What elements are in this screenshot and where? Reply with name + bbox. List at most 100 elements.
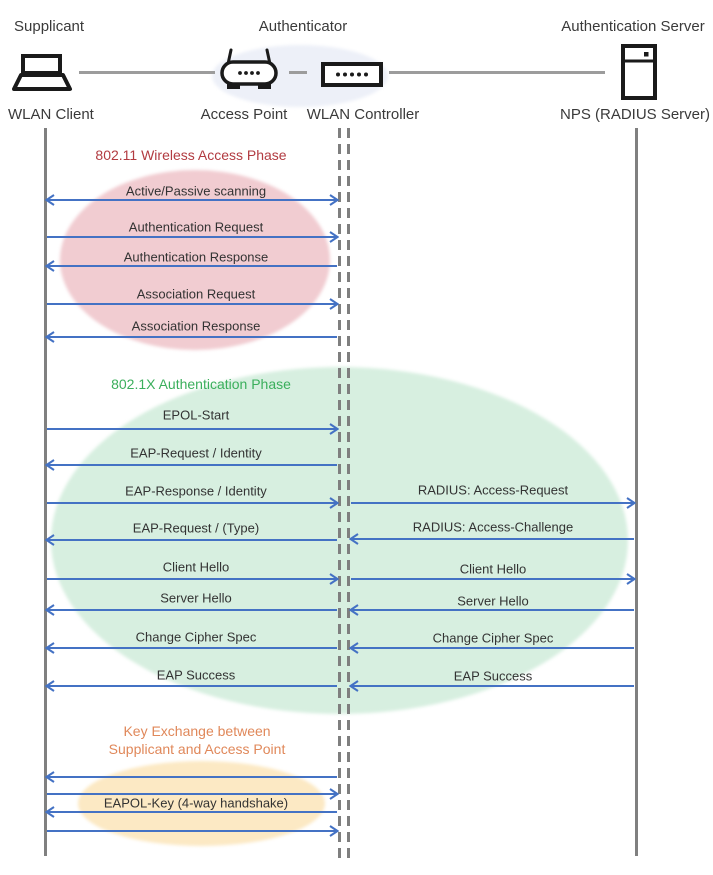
arrowhead-left-icon xyxy=(45,331,55,343)
arrow-shaft xyxy=(47,539,337,541)
message-arrow-left xyxy=(45,459,338,471)
lifeline-radius-server xyxy=(635,128,638,856)
message-arrow-left xyxy=(349,642,635,654)
arrow-shaft xyxy=(47,685,337,687)
message-arrow-left xyxy=(45,534,338,546)
arrowhead-left-icon xyxy=(45,194,55,206)
message-label: Association Response xyxy=(131,318,261,334)
arrow-shaft xyxy=(47,464,337,466)
arrow-shaft xyxy=(47,830,337,832)
role-supplicant: Supplicant xyxy=(14,18,85,35)
arrowhead-left-icon xyxy=(349,680,359,692)
arrow-shaft xyxy=(47,236,337,238)
laptop-icon xyxy=(12,54,72,91)
message-label: EAP Success xyxy=(453,668,533,684)
arrowhead-left-icon xyxy=(45,806,55,818)
arrow-shaft xyxy=(47,303,337,305)
arrowhead-right-icon xyxy=(329,788,339,800)
message-label: Server Hello xyxy=(160,590,232,606)
arrow-shaft xyxy=(351,685,634,687)
message-arrow-right xyxy=(46,423,339,435)
arrow-shaft xyxy=(47,199,337,201)
access-point-icon xyxy=(220,48,278,89)
node-wlan-controller: WLAN Controller xyxy=(306,106,420,123)
message-arrow-left xyxy=(45,604,338,616)
server-icon xyxy=(621,44,657,100)
message-arrow-right xyxy=(46,825,339,837)
arrow-shaft xyxy=(47,793,337,795)
arrow-shaft xyxy=(47,609,337,611)
arrowhead-right-icon xyxy=(329,423,339,435)
arrowhead-left-icon xyxy=(45,680,55,692)
message-arrow-left xyxy=(45,771,338,783)
message-label: Authentication Response xyxy=(123,249,269,265)
message-arrow-right xyxy=(46,573,339,585)
message-arrow-left xyxy=(349,604,635,616)
arrow-shaft xyxy=(47,336,337,338)
lifeline-dashed-1 xyxy=(338,128,341,858)
connector-line xyxy=(79,71,215,74)
message-arrow-left xyxy=(45,642,338,654)
arrowhead-right-icon xyxy=(329,194,339,206)
arrow-shaft xyxy=(47,265,337,267)
arrow-shaft xyxy=(47,647,337,649)
arrow-shaft xyxy=(351,647,634,649)
message-label: Client Hello xyxy=(162,559,230,575)
phase2-title: 802.1X Authentication Phase xyxy=(111,376,291,392)
arrowhead-right-icon xyxy=(626,573,636,585)
message-label: Server Hello xyxy=(457,593,529,609)
lifeline-wlan-client xyxy=(44,128,47,856)
arrowhead-left-icon xyxy=(349,533,359,545)
message-label: RADIUS: Access-Challenge xyxy=(412,519,574,535)
arrow-shaft xyxy=(351,578,634,580)
arrow-shaft xyxy=(47,578,337,580)
lifeline-dashed-2 xyxy=(347,128,350,858)
message-arrow-left xyxy=(45,260,338,272)
message-label: Authentication Request xyxy=(128,219,264,235)
message-arrow-left xyxy=(45,331,338,343)
message-label: Active/Passive scanning xyxy=(125,183,267,199)
arrowhead-left-icon xyxy=(45,642,55,654)
phase3-title-line2: Supplicant and Access Point xyxy=(108,741,286,757)
message-arrow-right xyxy=(46,231,339,243)
arrowhead-right-icon xyxy=(626,497,636,509)
message-label: EPOL-Start xyxy=(162,407,230,423)
message-arrow-right xyxy=(46,788,339,800)
message-arrow-right xyxy=(350,573,636,585)
message-arrow-left xyxy=(349,680,635,692)
arrowhead-right-icon xyxy=(329,497,339,509)
arrow-shaft xyxy=(351,538,634,540)
arrowhead-right-icon xyxy=(329,298,339,310)
connector-line xyxy=(289,71,307,74)
message-arrow-right xyxy=(46,298,339,310)
message-arrow-right xyxy=(350,497,636,509)
arrowhead-left-icon xyxy=(349,604,359,616)
message-arrow-left xyxy=(45,680,338,692)
arrow-shaft xyxy=(47,428,337,430)
connector-line xyxy=(389,71,605,74)
message-label: RADIUS: Access-Request xyxy=(417,482,569,498)
arrow-shaft xyxy=(47,776,337,778)
node-wlan-client: WLAN Client xyxy=(8,106,94,123)
message-label: EAP Success xyxy=(156,667,236,683)
arrow-shaft xyxy=(47,502,337,504)
arrowhead-left-icon xyxy=(45,604,55,616)
arrowhead-right-icon xyxy=(329,825,339,837)
arrowhead-right-icon xyxy=(329,573,339,585)
message-label: Change Cipher Spec xyxy=(432,630,554,646)
phase3-title-line1: Key Exchange between xyxy=(123,723,271,739)
node-access-point: Access Point xyxy=(200,106,288,123)
message-label: EAPOL-Key (4-way handshake) xyxy=(103,795,289,811)
arrowhead-right-icon xyxy=(329,231,339,243)
message-label: EAP-Response / Identity xyxy=(125,483,267,499)
arrowhead-left-icon xyxy=(349,642,359,654)
message-arrow-right xyxy=(46,497,339,509)
message-label: Association Request xyxy=(136,286,256,302)
arrowhead-left-icon xyxy=(45,260,55,272)
message-label: Change Cipher Spec xyxy=(135,629,257,645)
node-nps-radius-server: NPS (RADIUS Server) xyxy=(559,106,711,123)
phase1-title: 802.11 Wireless Access Phase xyxy=(95,147,287,163)
arrowhead-left-icon xyxy=(45,534,55,546)
message-label: EAP-Request / (Type) xyxy=(132,520,260,536)
